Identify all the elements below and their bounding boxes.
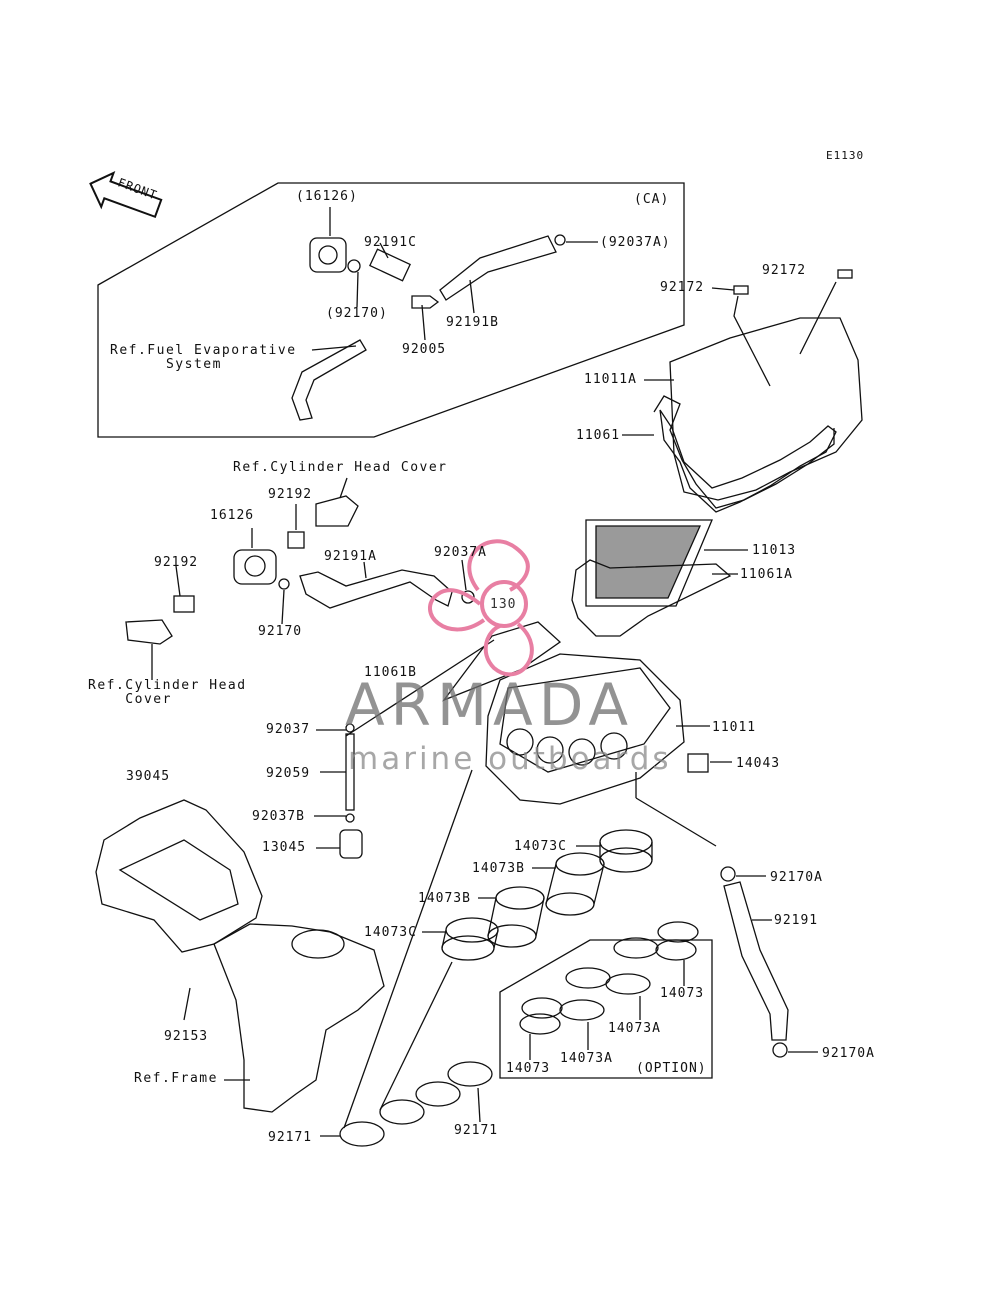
watermark-brand: ARMADA <box>345 671 635 739</box>
hose-fuel-evap <box>291 339 367 421</box>
filter-13045 <box>339 829 363 859</box>
part-label: 92059 <box>266 766 311 781</box>
cyl-head-cover-top <box>315 495 359 527</box>
cyl-head-cover-left <box>125 619 173 645</box>
part-label: 92170A <box>770 870 823 885</box>
hose-92192-left <box>173 595 195 613</box>
part-label: 14073 <box>506 1061 551 1076</box>
part-label: 92191B <box>446 315 499 330</box>
part-label: 92153 <box>164 1029 209 1044</box>
part-label: 92037A <box>434 545 487 560</box>
duct-boot-14073-opt-b <box>519 997 563 1035</box>
bracket-39045 <box>95 799 263 953</box>
ref-cyl-head-top: Ref.Cylinder Head Cover <box>233 460 448 475</box>
hose-92191 <box>723 881 789 1041</box>
clip-92037A <box>461 590 475 604</box>
part-label: 39045 <box>126 769 171 784</box>
part-label: 92191 <box>774 913 819 928</box>
front-arrow <box>89 170 163 219</box>
part-label: 92192 <box>154 555 199 570</box>
duct-boot-14073A-opt-a <box>605 937 659 995</box>
gasket-11061 <box>653 395 835 509</box>
ref-frame: Ref.Frame <box>134 1071 218 1086</box>
part-label: (16126) <box>296 189 358 204</box>
part-label: 16126 <box>210 508 255 523</box>
option-box <box>499 939 713 1079</box>
part-label: (92170) <box>326 306 388 321</box>
part-label: 92037B <box>252 809 305 824</box>
valve-16126 <box>233 549 277 585</box>
part-label: 11061 <box>576 428 621 443</box>
ref-cyl-head-left: Ref.Cylinder Head Cover <box>88 678 247 707</box>
part-label: 92191A <box>324 549 377 564</box>
part-label: 92170 <box>258 624 303 639</box>
tee-92005 <box>411 295 440 309</box>
part-label: (92037A) <box>600 235 671 250</box>
watermark-tagline: marine outboards <box>348 741 672 777</box>
hose-92191B <box>439 235 557 301</box>
duct-boot-14073A-opt-b <box>559 967 611 1021</box>
ca-box-tag: (CA) <box>634 192 670 207</box>
part-label: 92171 <box>454 1123 499 1138</box>
hose-92191A <box>299 569 453 609</box>
part-label: 14073A <box>608 1021 661 1036</box>
part-label: 92192 <box>268 487 313 502</box>
frame-ref <box>213 923 385 1113</box>
part-label: 92171 <box>268 1130 313 1145</box>
clamp-92171-a <box>339 1099 425 1147</box>
part-label: 11011A <box>584 372 637 387</box>
part-label: 11061A <box>740 567 793 582</box>
housing-11011 <box>485 653 685 805</box>
screw-92172-b <box>837 269 853 279</box>
part-label: 92170A <box>822 1046 875 1061</box>
ca-inset-box <box>97 182 685 438</box>
part-label: 14073C <box>514 839 567 854</box>
clamp-92170A-b <box>772 1042 788 1058</box>
part-label: 14043 <box>736 756 781 771</box>
ref-fuel-evap: Ref.Fuel Evaporative System <box>110 343 297 372</box>
part-label: 92005 <box>402 342 447 357</box>
part-label: 14073B <box>472 861 525 876</box>
clip-92037A-ca <box>554 234 566 246</box>
duct-boot-14073C-b <box>441 917 499 961</box>
hose-92191C <box>369 248 411 282</box>
part-label: 13045 <box>262 840 307 855</box>
part-label: 92172 <box>762 263 807 278</box>
option-box-tag: (OPTION) <box>636 1061 707 1076</box>
hose-92192-top <box>287 531 305 549</box>
part-label: 14073 <box>660 986 705 1001</box>
diagram-code: E1130 <box>826 149 865 162</box>
valve-16126-ca <box>309 237 361 273</box>
cover-11011A <box>669 317 863 501</box>
part-label: 92172 <box>660 280 705 295</box>
duct-boot-14073C-a <box>599 829 653 873</box>
part-label: 92191C <box>364 235 417 250</box>
part-label: 11011 <box>712 720 757 735</box>
clamp-92170 <box>278 578 290 590</box>
screw-92172-a <box>733 285 749 295</box>
part-label: 14073B <box>418 891 471 906</box>
part-label: 11061B <box>364 665 417 680</box>
part-label: 14073A <box>560 1051 613 1066</box>
watermark-logo <box>428 539 534 677</box>
clamp-92170A-a <box>720 866 736 882</box>
gasket-11061A <box>571 559 732 637</box>
clamp-92171-b <box>415 1061 493 1107</box>
watermark-logo-number: 130 <box>490 597 517 612</box>
duct-boot-14073-opt-a <box>655 921 699 961</box>
part-label: 92037 <box>266 722 311 737</box>
filter-11013 <box>585 519 713 607</box>
part-label: 11013 <box>752 543 797 558</box>
block-14043 <box>687 753 709 773</box>
duct-boot-14073B-a <box>545 852 605 916</box>
part-label: 14073C <box>364 925 417 940</box>
